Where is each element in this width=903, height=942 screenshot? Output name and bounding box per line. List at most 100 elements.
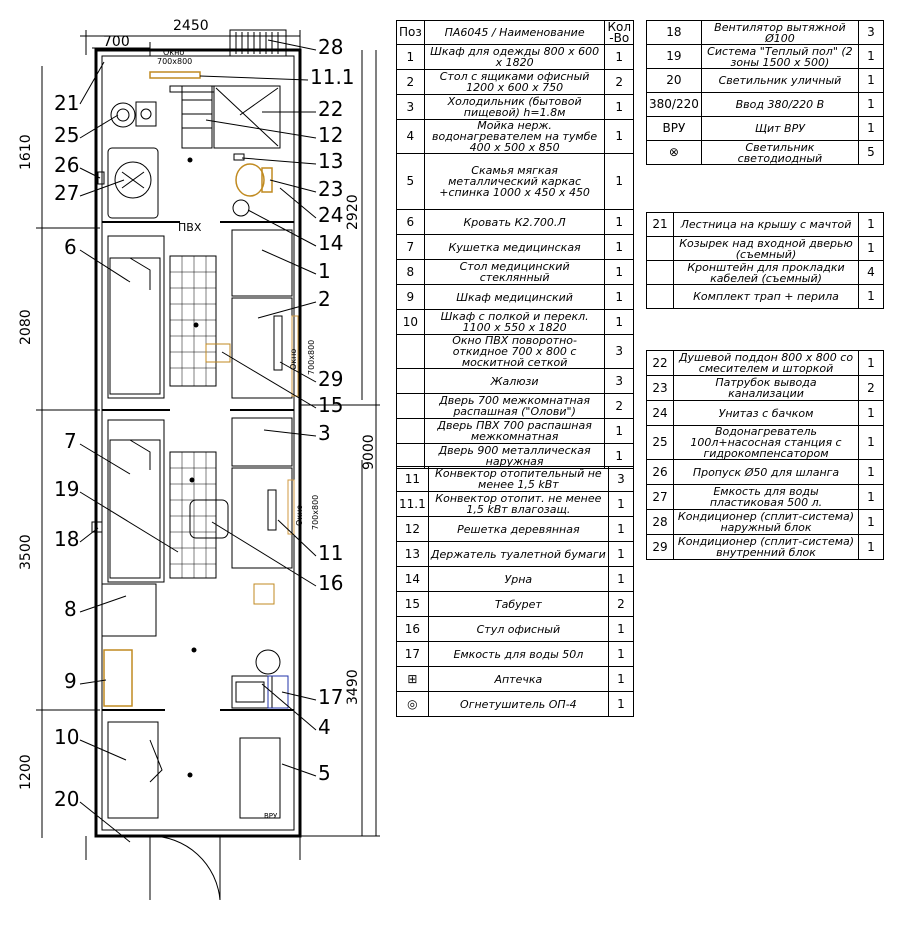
qty-cell: 1 xyxy=(604,209,634,235)
ceiling-lights xyxy=(187,157,199,778)
name-cell: Светильник уличный xyxy=(700,68,860,93)
qty-cell: 1 xyxy=(608,641,634,667)
name-cell: Емкость для воды пластиковая 500 л. xyxy=(673,484,859,510)
window-side-2 xyxy=(287,479,295,535)
callout-29: 29 xyxy=(318,367,343,391)
room-1-tiles xyxy=(170,256,216,386)
callout-25: 25 xyxy=(54,123,79,147)
qty-cell: 1 xyxy=(858,509,884,535)
name-cell: Шкаф для одежды 800 x 600 x 1820 xyxy=(423,44,606,70)
pos-cell: 11.1 xyxy=(396,491,429,517)
qty-cell: 1 xyxy=(604,94,634,120)
name-cell: Конвектор отопительный не менее 1,5 kВт xyxy=(427,466,610,492)
qty-cell: 1 xyxy=(858,44,884,69)
name-cell: Щит ВРУ xyxy=(700,116,860,141)
callout-26: 26 xyxy=(54,153,79,177)
name-cell: Дверь 900 металлическая наружная xyxy=(423,443,606,469)
qty-cell: 5 xyxy=(858,140,884,165)
name-cell: Стол с ящиками офисный 1200 x 600 x 750 xyxy=(423,69,606,95)
pos-cell: 26 xyxy=(646,459,674,485)
qty-cell: 1 xyxy=(858,350,884,376)
qty-cell: 1 xyxy=(858,459,884,485)
dim-2080: 2080 xyxy=(18,309,34,345)
dim-1610: 1610 xyxy=(18,134,34,170)
pos-cell: 8 xyxy=(396,259,425,285)
qty-cell: 1 xyxy=(604,418,634,444)
room-2-furniture xyxy=(101,417,293,819)
qty-cell: 1 xyxy=(858,92,884,117)
pos-cell: 12 xyxy=(396,516,429,542)
pos-cell xyxy=(396,334,425,369)
name-cell: Шкаф с полкой и перекл. 1100 x 550 x 182… xyxy=(423,309,606,335)
qty-cell: 1 xyxy=(604,153,634,210)
callout-4: 4 xyxy=(318,715,331,739)
qty-cell: 1 xyxy=(608,516,634,542)
header-name: ПА6045 / Наименование xyxy=(423,20,606,45)
dim-2450: 2450 xyxy=(173,18,209,34)
name-cell: Жалюзи xyxy=(423,368,606,394)
callout-7: 7 xyxy=(64,429,77,453)
left-dimensions xyxy=(36,66,100,838)
room-1-furniture xyxy=(107,229,293,399)
table-row: Дверь 700 межкомнатная распашная ("Олови… xyxy=(396,393,634,419)
name-cell: Вентилятор вытяжной Ø100 xyxy=(700,20,860,45)
name-cell: Держатель туалетной бумаги xyxy=(427,541,610,567)
floor-plan: 2450 700 Окно 700x800 1610 2080 3500 120… xyxy=(18,18,380,901)
med-cabinet-9 xyxy=(103,649,133,707)
pos-cell xyxy=(396,393,425,419)
qty-cell: 1 xyxy=(608,691,634,717)
pos-cell: 13 xyxy=(396,541,429,567)
name-cell: Кронштейн для прокладки кабелей (съемный… xyxy=(673,260,859,285)
name-cell: Душевой поддон 800 x 800 со смесителем и… xyxy=(673,350,859,376)
callouts: 28 11.1 21 22 25 12 13 26 27 23 24 14 6 … xyxy=(54,35,355,811)
callout-11-1: 11.1 xyxy=(310,65,355,89)
callout-14: 14 xyxy=(318,231,343,255)
name-cell: Кровать К2.700.Л xyxy=(423,209,606,235)
name-cell: Козырек над входной дверью (съемный) xyxy=(673,236,859,261)
extinguisher-icon: ◎ xyxy=(396,691,429,717)
ac-outdoor-unit xyxy=(229,29,287,57)
pos-cell: 28 xyxy=(646,509,674,535)
name-cell: Дверь ПВХ 700 распашная межкомнатная xyxy=(423,418,606,444)
partitions xyxy=(102,221,294,711)
office-chair-16 xyxy=(189,499,229,539)
callout-28: 28 xyxy=(318,35,343,59)
qty-cell: 3 xyxy=(604,334,634,369)
pos-cell: 17 xyxy=(396,641,429,667)
qty-cell: 2 xyxy=(608,591,634,617)
pos-cell: 25 xyxy=(646,425,674,460)
qty-cell: 1 xyxy=(604,443,634,469)
pos-cell: 20 xyxy=(646,68,702,93)
first-aid-icon: ⊞ xyxy=(396,666,429,692)
name-cell: Мойка нерж. водонагревателем на тумбе 40… xyxy=(423,119,606,154)
leader-lines xyxy=(79,39,317,843)
table-row: Козырек над входной дверью (съемный)1 xyxy=(646,236,884,261)
name-cell: Система "Теплый пол" (2 зоны 1500 x 500) xyxy=(700,44,860,69)
top-dimensions xyxy=(80,30,301,56)
pos-cell: 1 xyxy=(396,44,425,70)
name-cell: Кондиционер (сплит-система) внутренний б… xyxy=(673,534,859,560)
pos-cell xyxy=(646,236,674,261)
qty-cell: 1 xyxy=(608,541,634,567)
callout-15: 15 xyxy=(318,393,343,417)
